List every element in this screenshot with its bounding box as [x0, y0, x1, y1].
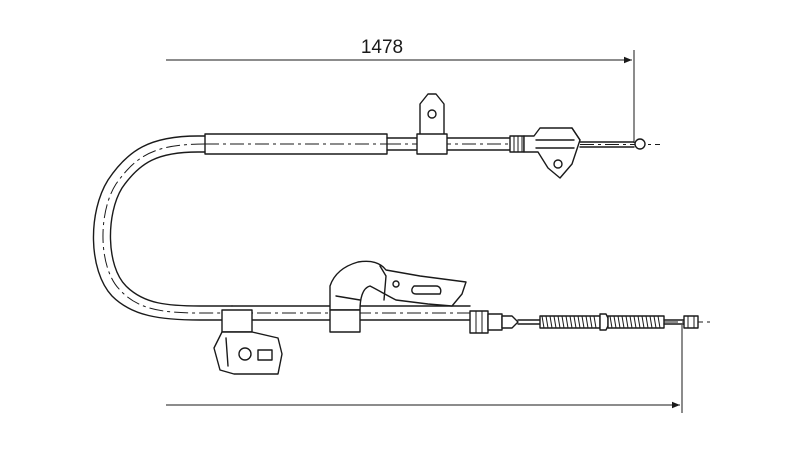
end-terminal — [683, 315, 699, 329]
ball-end — [634, 138, 646, 150]
upper-clip — [416, 93, 448, 155]
lower-bracket — [329, 260, 467, 333]
bottom-dimension — [166, 325, 683, 413]
lower-left-clip — [213, 309, 283, 375]
threaded-rod — [539, 313, 665, 331]
lower-branch — [213, 260, 712, 375]
lower-ferrule — [469, 310, 519, 334]
upper-branch — [204, 93, 660, 179]
upper-bracket — [523, 127, 581, 179]
top-dimension: 1478 — [166, 37, 635, 143]
upper-ferrule — [509, 135, 525, 153]
cable-body — [92, 135, 233, 321]
dimension-label: 1478 — [361, 37, 403, 58]
